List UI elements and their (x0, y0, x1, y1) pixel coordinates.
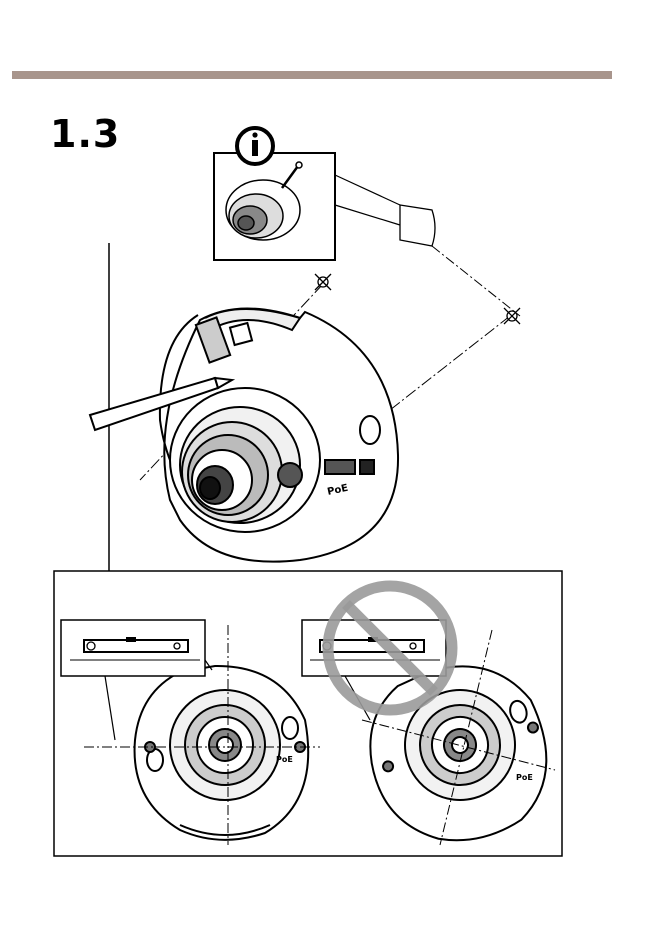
screw-mark (315, 274, 331, 290)
dome-camera (160, 308, 398, 561)
mounting-template (400, 205, 520, 316)
poe-label: PoE (276, 755, 293, 764)
info-box (214, 128, 400, 260)
info-icon (237, 128, 273, 164)
screw-mark (504, 308, 520, 324)
camera-top-view (135, 666, 309, 840)
poe-label: PoE (516, 773, 533, 782)
